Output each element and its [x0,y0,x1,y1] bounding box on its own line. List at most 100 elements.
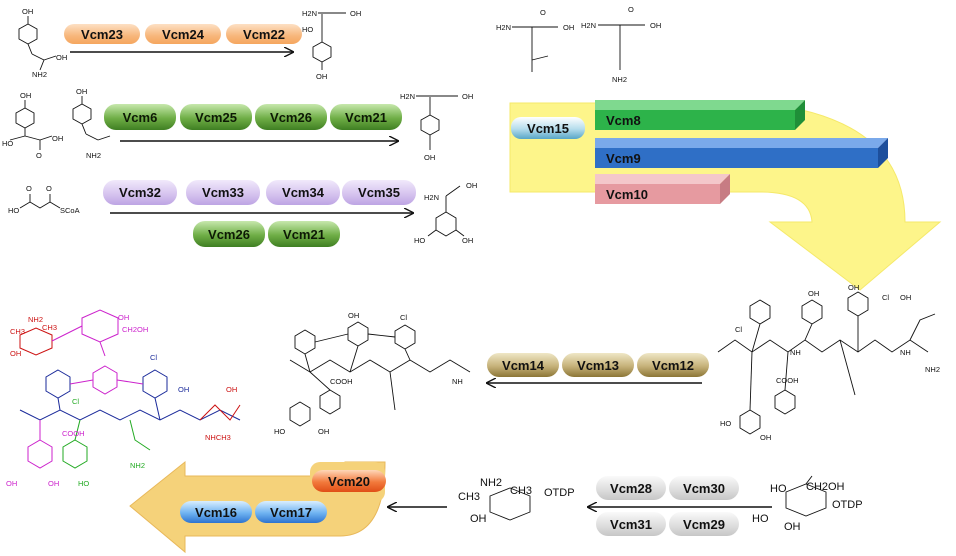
svg-text:OH: OH [650,21,661,30]
svg-text:NH2: NH2 [86,151,101,160]
enzyme-vcm29: Vcm29 [669,512,739,536]
svg-text:NH2: NH2 [480,477,502,489]
svg-text:Cl: Cl [735,325,742,334]
svg-text:OH: OH [318,427,329,436]
svg-text:H2N: H2N [581,21,596,30]
svg-text:OTDP: OTDP [544,487,575,499]
bar-vcm10: Vcm10 [595,174,730,204]
svg-text:OH: OH [808,289,819,298]
svg-text:CH3: CH3 [458,491,480,503]
svg-text:H2N: H2N [496,23,511,32]
svg-text:OH: OH [466,181,477,190]
svg-text:HO: HO [2,139,13,148]
structure-dpg: H2N OH HO OH [414,181,477,245]
bar-vcm10-label: Vcm10 [606,187,648,202]
structure-prephenate-like: OH HO OH O [2,91,63,160]
svg-text:SCoA: SCoA [60,206,80,215]
enzyme-vcm21: Vcm21 [330,104,402,130]
svg-text:NH2: NH2 [28,315,43,324]
svg-text:HO: HO [8,206,19,215]
svg-text:OH: OH [563,23,574,32]
svg-text:CH3: CH3 [42,323,57,332]
enzyme-vcm33: Vcm33 [186,180,260,205]
svg-text:OH: OH [20,91,31,100]
svg-text:NHCH3: NHCH3 [205,433,231,442]
svg-text:OH: OH [424,153,435,162]
svg-text:NH: NH [900,348,911,357]
svg-text:HO: HO [770,483,787,495]
svg-text:OH: OH [76,87,87,96]
svg-text:HO: HO [302,25,313,34]
svg-text:H2N: H2N [424,193,439,202]
svg-text:OH: OH [848,283,859,292]
svg-text:OH: OH [470,513,487,525]
enzyme-vcm31: Vcm31 [596,512,666,536]
svg-text:O: O [46,184,52,193]
svg-text:OH: OH [22,7,33,16]
structure-beta-hydroxy-hpg: H2N HO OH OH [302,9,361,81]
svg-text:NH2: NH2 [130,461,145,470]
enzyme-vcm24: Vcm24 [145,24,221,44]
svg-text:OH: OH [52,134,63,143]
svg-text:NH2: NH2 [925,365,940,374]
svg-text:OH: OH [462,92,473,101]
structure-glycopeptide: NH2 CH3 CH3 OH CH2OH OH Cl Cl NH2 COOH O… [6,309,241,488]
bar-vcm9-label: Vcm9 [606,151,641,166]
svg-text:HO: HO [78,479,89,488]
svg-text:OH: OH [56,53,67,62]
svg-text:CH2OH: CH2OH [122,325,148,334]
svg-text:OH: OH [462,236,473,245]
svg-text:OH: OH [900,293,911,302]
enzyme-vcm26: Vcm26 [255,104,327,130]
enzyme-vcm12: Vcm12 [637,353,709,377]
structure-tyrosine-2: OH NH2 [72,87,111,160]
svg-text:HO: HO [414,236,425,245]
enzyme-vcm17: Vcm17 [255,501,327,523]
structure-tyrosine-1: OH OH NH2 [18,7,67,79]
enzyme-vcm23: Vcm23 [64,24,140,44]
svg-text:Cl: Cl [400,313,407,322]
svg-text:COOH: COOH [330,377,353,386]
svg-text:OH: OH [48,479,59,488]
enzyme-vcm26-b: Vcm26 [193,221,265,247]
svg-text:COOH: COOH [62,429,85,438]
svg-text:H2N: H2N [400,92,415,101]
svg-text:CH3: CH3 [510,485,532,497]
svg-text:CH3: CH3 [10,327,25,336]
svg-text:OH: OH [10,349,21,358]
svg-text:OH: OH [178,385,189,394]
svg-text:OH: OH [784,521,801,533]
enzyme-vcm13: Vcm13 [562,353,634,377]
svg-text:Cl: Cl [150,353,157,362]
svg-text:O: O [26,184,32,193]
svg-text:OH: OH [226,385,237,394]
bar-vcm8-label: Vcm8 [606,113,641,128]
svg-text:NH2: NH2 [612,75,627,84]
enzyme-vcm30: Vcm30 [669,476,739,500]
svg-text:NH: NH [452,377,463,386]
enzyme-vcm16: Vcm16 [180,501,252,523]
svg-text:OH: OH [316,72,327,81]
svg-text:NH: NH [790,348,801,357]
svg-text:OH: OH [350,9,361,18]
svg-text:Cl: Cl [882,293,889,302]
svg-text:NH2: NH2 [32,70,47,79]
enzyme-vcm22: Vcm22 [226,24,302,44]
svg-text:CH2OH: CH2OH [806,481,845,493]
svg-text:OH: OH [6,479,17,488]
svg-text:H2N: H2N [302,9,317,18]
bar-vcm8: Vcm8 [595,100,805,130]
svg-text:O: O [628,5,634,14]
structure-malonyl-coa: HO O O SCoA [8,184,80,215]
enzyme-vcm35: Vcm35 [342,180,416,205]
svg-text:HO: HO [274,427,285,436]
svg-text:OH: OH [118,313,129,322]
enzyme-vcm32: Vcm32 [103,180,177,205]
svg-text:Cl: Cl [72,397,79,406]
enzyme-vcm15: Vcm15 [511,117,585,139]
bar-vcm9: Vcm9 [595,138,888,168]
structure-tdp-vancosamine: NH2 CH3 CH3 OH OTDP [458,477,575,525]
enzyme-vcm6: Vcm6 [104,104,176,130]
